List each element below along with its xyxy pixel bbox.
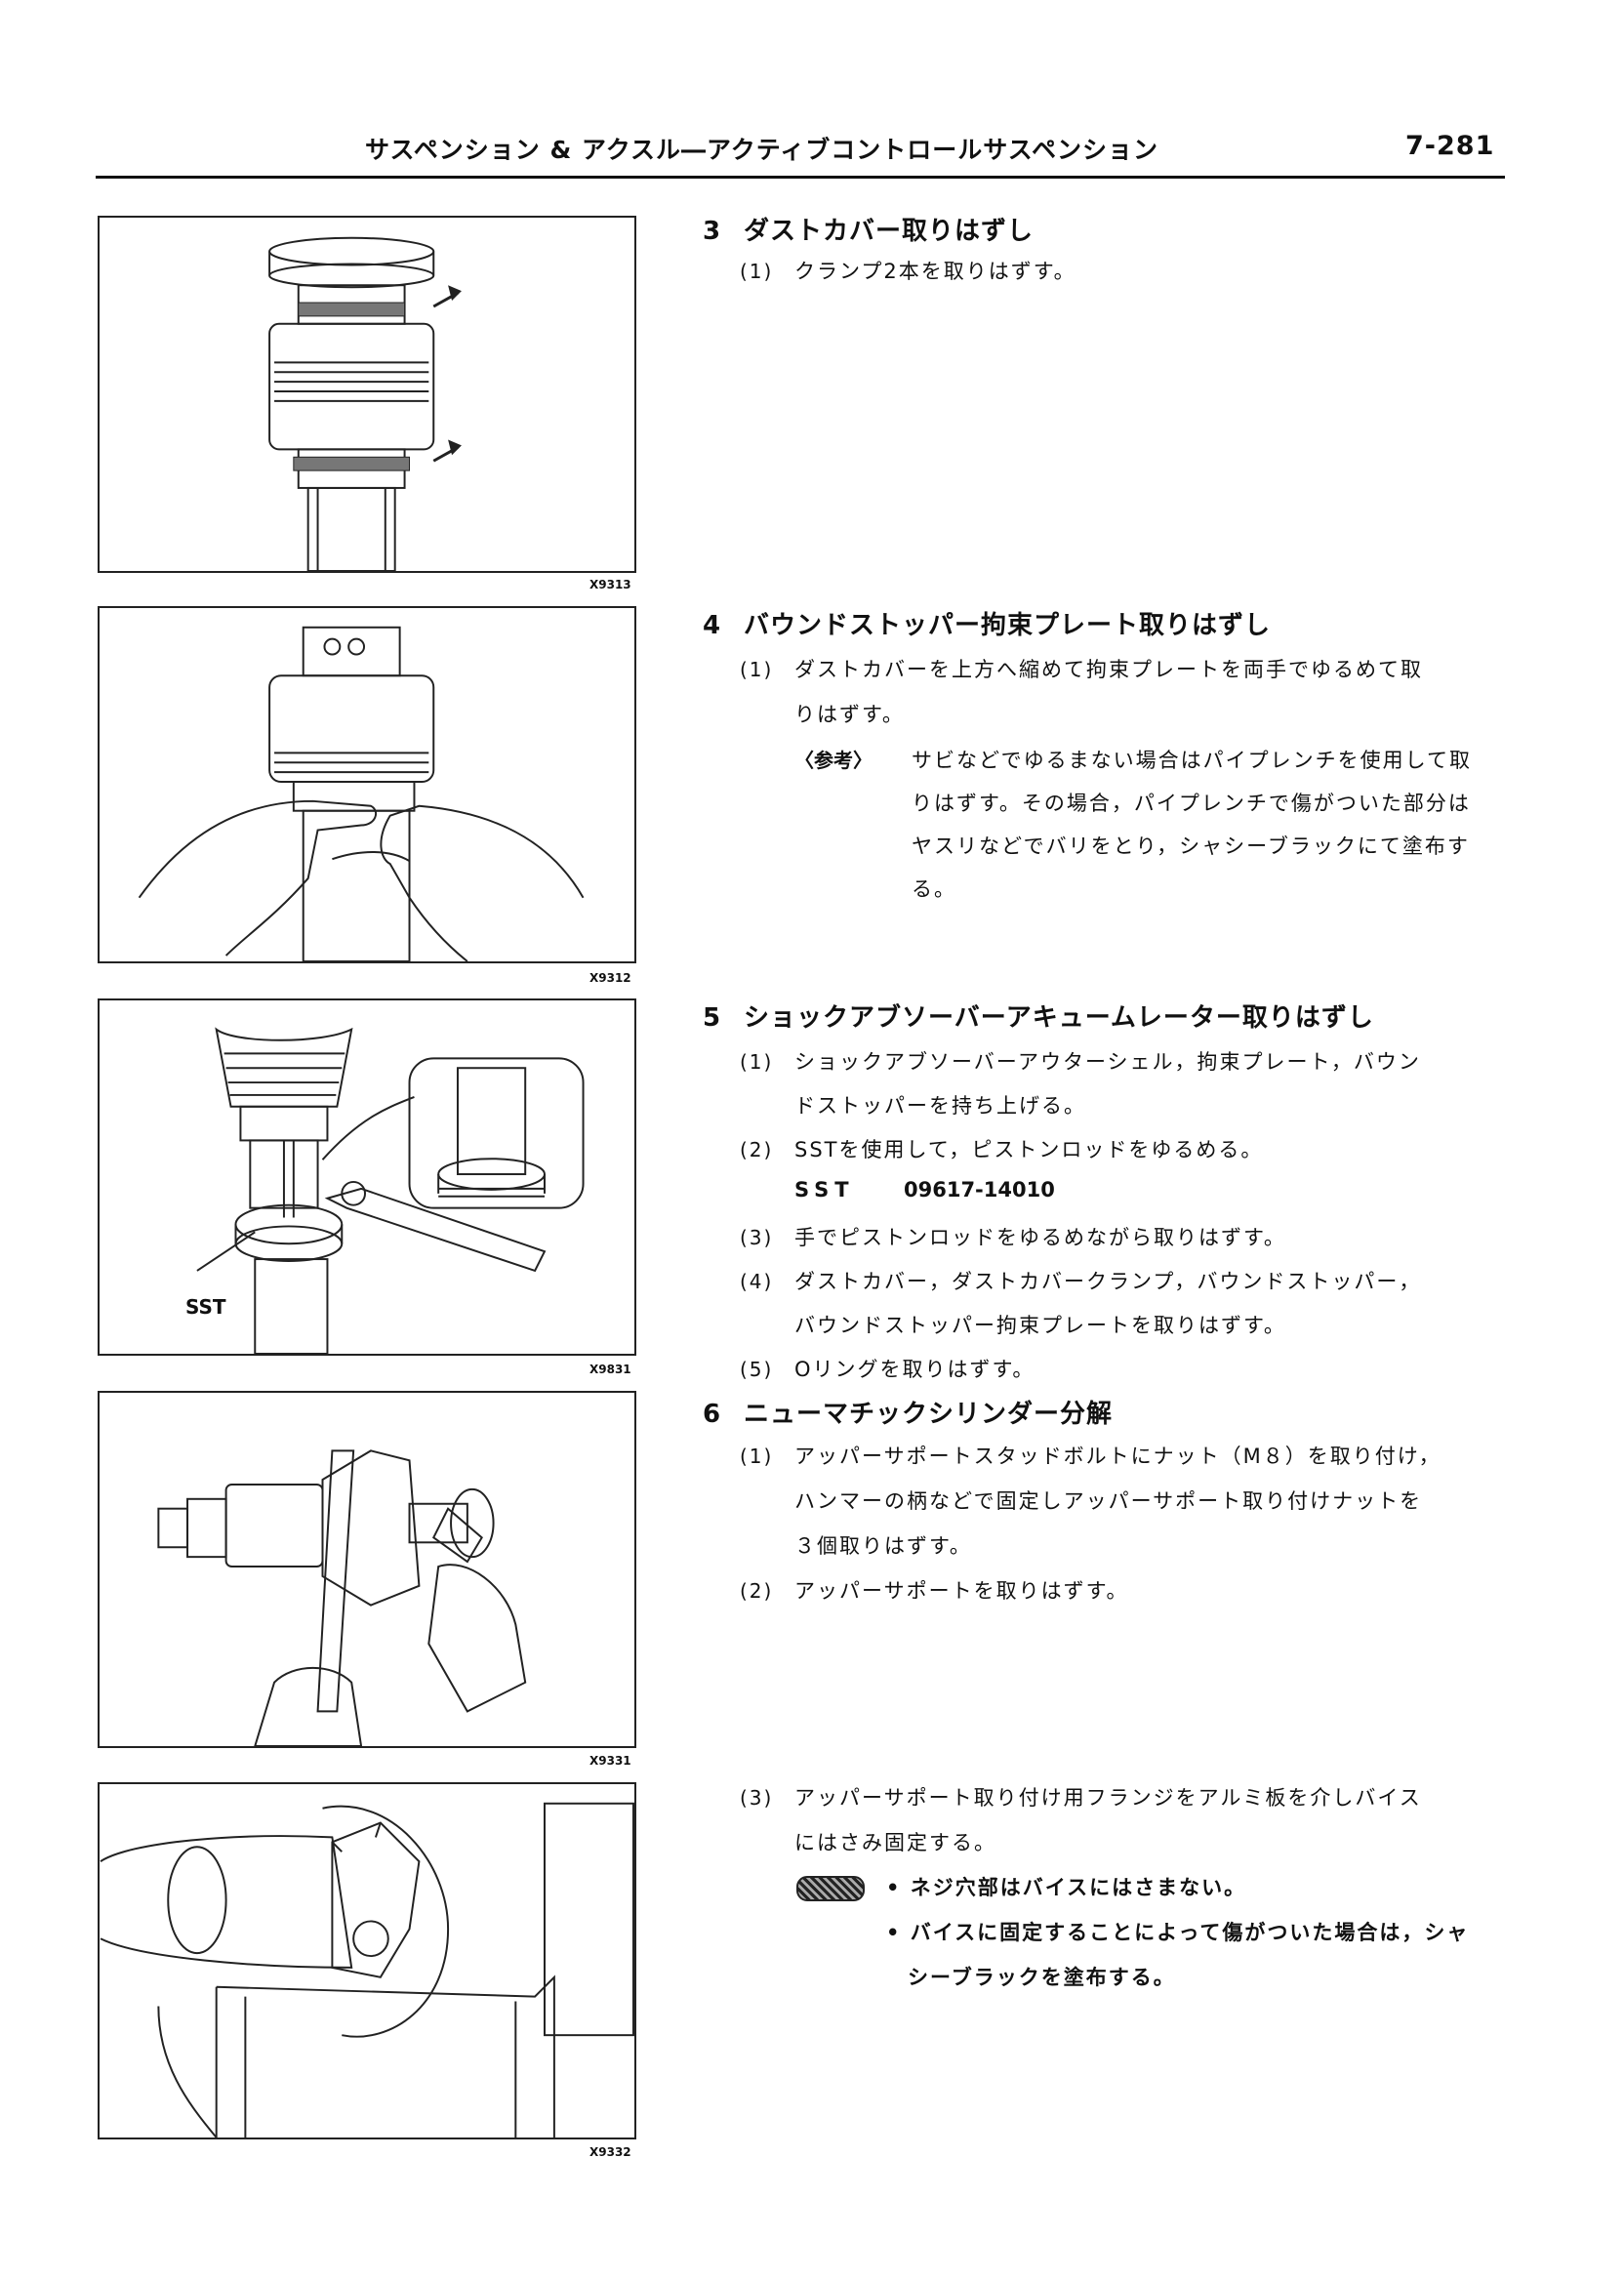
section-number: 4 <box>703 611 722 640</box>
figure-code: X9831 <box>589 1363 631 1376</box>
step-number: (3) <box>740 1786 774 1810</box>
section-number: 6 <box>703 1400 722 1429</box>
section-number: 5 <box>703 1003 722 1033</box>
step-line: (2) SSTを使用して，ピストンロッドをゆるめる。 <box>740 1134 1263 1163</box>
sst-number: 09617-14010 <box>904 1178 1055 1201</box>
figure-code: X9332 <box>589 2145 631 2159</box>
section-title-text: バウンドストッパー拘束プレート取りはずし <box>744 611 1272 640</box>
step-number: (1) <box>740 1050 774 1074</box>
step-text-continued: りはずす。 <box>794 703 905 726</box>
caution-text: • バイスに固定することによって傷がついた場合は，シャ <box>886 1921 1470 1944</box>
section-3-title: 3 ダストカバー取りはずし <box>703 211 1034 247</box>
step-number: (1) <box>740 260 774 283</box>
note-label: 〈参考〉 <box>794 749 873 772</box>
step-text: Oリングを取りはずす。 <box>794 1358 1035 1381</box>
step-number: (3) <box>740 1226 774 1249</box>
caution-icon <box>796 1876 865 1901</box>
step-text: ショックアブソーバーアウターシェル，拘束プレート，バウン <box>794 1050 1421 1074</box>
step-text: SSTを使用して，ピストンロッドをゆるめる。 <box>794 1138 1264 1161</box>
step-number: (5) <box>740 1358 774 1381</box>
step-text: クランプ2本を取りはずす。 <box>794 260 1076 283</box>
figure-code: X9313 <box>589 578 631 591</box>
sst-label: SST <box>185 1295 226 1319</box>
step-text: ダストカバーを上方へ縮めて拘束プレートを両手でゆるめて取 <box>794 658 1423 681</box>
step-line: (1) ダストカバーを上方へ縮めて拘束プレートを両手でゆるめて取 <box>740 654 1423 683</box>
step-text-continued: ハンマーの柄などで固定しアッパーサポート取り付けナットを <box>794 1489 1423 1513</box>
step-line: (3) アッパーサポート取り付け用フランジをアルミ板を介しバイス <box>740 1782 1422 1812</box>
caution-text-continued: シーブラックを塗布する。 <box>908 1966 1176 1989</box>
step-line: (2) アッパーサポートを取りはずす。 <box>740 1575 1128 1605</box>
section-6-title: 6 ニューマチックシリンダー分解 <box>703 1394 1113 1430</box>
sst-label: SST <box>794 1178 855 1201</box>
section-number: 3 <box>703 217 722 246</box>
step-text-continued: バウンドストッパー拘束プレートを取りはずす。 <box>794 1314 1286 1337</box>
figure-dust-cover-clamps <box>98 216 636 573</box>
step-text-continued: ３個取りはずす。 <box>794 1534 972 1558</box>
step-text: アッパーサポート取り付け用フランジをアルミ板を介しバイス <box>794 1786 1422 1810</box>
note-text: りはずす。その場合，パイプレンチで傷がついた部分は <box>912 792 1471 815</box>
figure-pneumatic-cylinder-drawing <box>157 1449 527 1746</box>
step-text: アッパーサポートを取りはずす。 <box>794 1579 1129 1603</box>
header-title: サスペンション & アクスル―アクティブコントロールサスペンション <box>365 136 1158 164</box>
section-title-text: ショックアブソーバーアキュームレーター取りはずし <box>744 1003 1374 1033</box>
figure-vise-fixing <box>98 1782 636 2139</box>
step-line: (5) Oリングを取りはずす。 <box>740 1354 1035 1383</box>
step-text-continued: にはさみ固定する。 <box>794 1831 996 1854</box>
note-text: ヤスリなどでバリをとり，シャシーブラックにて塗布す <box>912 835 1470 858</box>
figure-sst-piston-rod: SST <box>98 998 636 1356</box>
note-text: る。 <box>912 877 956 901</box>
step-line: (1) アッパーサポートスタッドボルトにナット（M８）を取り付け， <box>740 1441 1441 1470</box>
step-text: アッパーサポートスタッドボルトにナット（M８）を取り付け， <box>794 1445 1441 1468</box>
step-number: (4) <box>740 1270 774 1293</box>
step-number: (1) <box>740 1445 774 1468</box>
step-text-continued: ドストッパーを持ち上げる。 <box>794 1094 1086 1118</box>
figure-code: X9312 <box>589 971 631 985</box>
figure-bound-stopper-plate-drawing <box>138 626 585 961</box>
step-text: 手でピストンロッドをゆるめながら取りはずす。 <box>794 1226 1286 1249</box>
figure-vise-fixing-drawing <box>100 1802 634 2138</box>
sst-line: SST 09617-14010 <box>794 1178 1055 1201</box>
caution-text: • ネジ穴部はバイスにはさまない。 <box>886 1876 1247 1899</box>
step-line: (4) ダストカバー，ダストカバークランプ，バウンドストッパー， <box>740 1266 1421 1295</box>
figure-code: X9331 <box>589 1754 631 1768</box>
step-text: ダストカバー，ダストカバークランプ，バウンドストッパー， <box>794 1270 1422 1293</box>
section-title-text: ダストカバー取りはずし <box>744 217 1035 246</box>
step-line: (3) 手でピストンロッドをゆるめながら取りはずす。 <box>740 1222 1286 1251</box>
figure-sst-piston-rod-drawing <box>196 1027 585 1354</box>
step-number: (2) <box>740 1138 774 1161</box>
section-4-title: 4 バウンドストッパー拘束プレート取りはずし <box>703 605 1271 641</box>
page-number: 7-281 <box>1405 131 1495 161</box>
section-5-title: 5 ショックアブソーバーアキュームレーター取りはずし <box>703 998 1374 1034</box>
step-line: (1) クランプ2本を取りはずす。 <box>740 256 1076 285</box>
figure-dust-cover-clamps-drawing <box>268 236 462 571</box>
figure-pneumatic-cylinder <box>98 1391 636 1748</box>
step-number: (1) <box>740 658 774 681</box>
figure-bound-stopper-plate <box>98 606 636 963</box>
section-title-text: ニューマチックシリンダー分解 <box>744 1400 1114 1429</box>
step-number: (2) <box>740 1579 774 1603</box>
step-line: (1) ショックアブソーバーアウターシェル，拘束プレート，バウン <box>740 1046 1421 1076</box>
header-rule <box>96 176 1505 179</box>
note-text: サビなどでゆるまない場合はパイプレンチを使用して取 <box>912 749 1472 772</box>
